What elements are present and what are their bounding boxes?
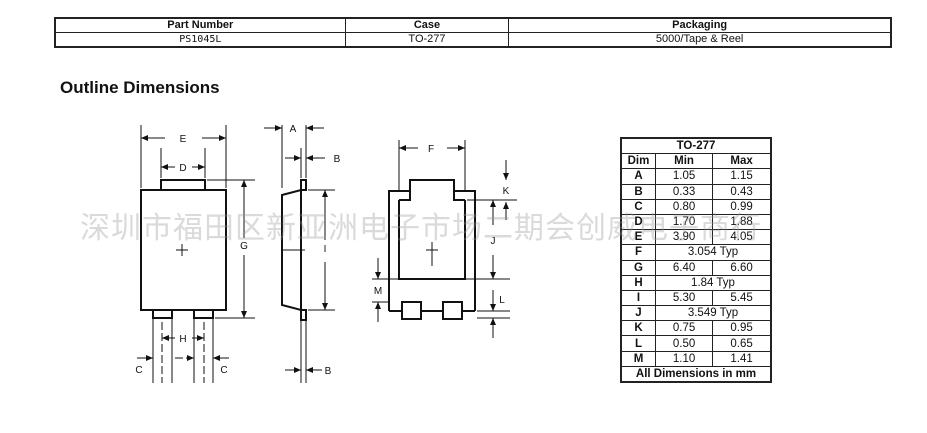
- dim-letter: F: [620, 244, 656, 261]
- dim-max: 6.60: [712, 259, 772, 276]
- dim-min: 0.50: [654, 335, 714, 352]
- section-title: Outline Dimensions: [60, 78, 220, 97]
- dim-max: 1.41: [712, 350, 772, 367]
- case: TO-277: [344, 32, 510, 48]
- label-b-bottom: B: [325, 366, 332, 377]
- label-e: E: [180, 134, 187, 145]
- front-view: [140, 179, 227, 319]
- dim-letter: M: [620, 350, 656, 367]
- dim-min: 1.10: [654, 350, 714, 367]
- dim-max: 5.45: [712, 289, 772, 307]
- dim-min: 5.30: [654, 289, 714, 307]
- dim-letter: B: [620, 183, 656, 200]
- dim-min: 0.33: [654, 183, 714, 200]
- label-c-right: C: [220, 365, 227, 376]
- dim-max: 0.65: [712, 335, 772, 352]
- dim-min: 1.05: [654, 168, 714, 185]
- dim-typ: 3.549 Typ: [655, 305, 772, 322]
- header-max: Max: [712, 153, 772, 170]
- dim-letter: I: [620, 289, 656, 307]
- dim-typ: 3.054 Typ: [655, 244, 772, 261]
- dim-min: 6.40: [654, 259, 714, 276]
- label-l: L: [499, 295, 505, 306]
- dim-min: 0.75: [654, 320, 714, 337]
- dim-letter: G: [620, 259, 656, 276]
- dim-letter: J: [620, 305, 656, 322]
- label-k: K: [503, 186, 510, 197]
- dim-letter: L: [620, 335, 656, 352]
- dim-letter: A: [620, 168, 656, 185]
- label-f: F: [428, 144, 434, 155]
- label-a: A: [290, 124, 297, 135]
- dim-min: 0.80: [654, 198, 714, 215]
- watermark: 深圳市福田区新亚洲电子市场二期会创威电子商行: [80, 211, 762, 246]
- dim-typ: 1.84 Typ: [655, 274, 772, 291]
- label-j: J: [491, 236, 496, 247]
- label-i: I: [324, 244, 327, 255]
- dim-letter: H: [620, 274, 656, 291]
- dims-title: TO-277: [620, 137, 772, 155]
- label-m: M: [374, 286, 382, 297]
- dim-max: 0.43: [712, 183, 772, 200]
- label-h: H: [179, 334, 186, 345]
- header-min: Min: [654, 153, 714, 170]
- dim-max: 0.95: [712, 320, 772, 337]
- label-d: D: [179, 163, 186, 174]
- label-c-left: C: [135, 365, 142, 376]
- label-b-top: B: [334, 154, 341, 165]
- dim-max: 1.88: [712, 213, 772, 231]
- packaging: 5000/Tape & Reel: [508, 32, 892, 48]
- dim-max: 1.15: [712, 168, 772, 185]
- dims-footer: All Dimensions in mm: [620, 365, 772, 383]
- part-number: PS1045L: [54, 32, 346, 48]
- header-dim: Dim: [620, 153, 656, 170]
- side-view: [281, 179, 307, 321]
- label-g: G: [240, 241, 248, 252]
- ordering-table: Part Number Case Packaging PS1045L TO-27…: [54, 17, 892, 48]
- dim-letter: K: [620, 320, 656, 337]
